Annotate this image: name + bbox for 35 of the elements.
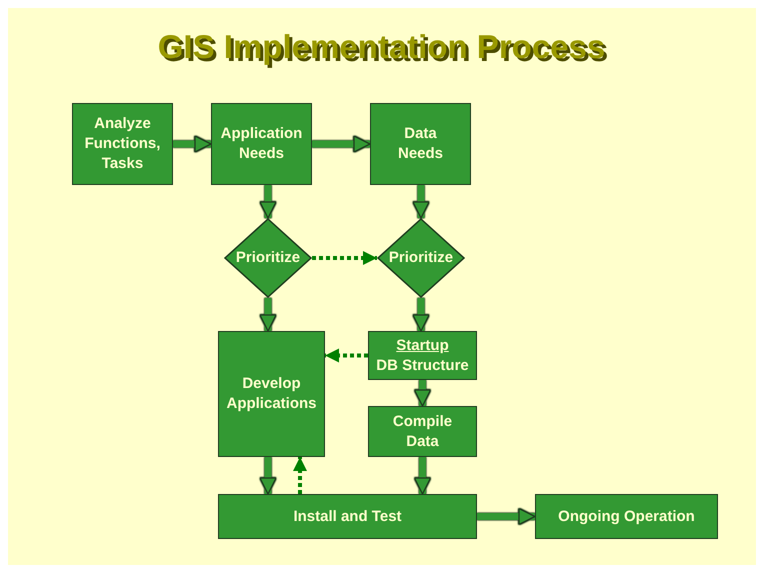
process-box xyxy=(368,406,477,457)
decision-diamond xyxy=(377,218,465,298)
arrow xyxy=(312,135,371,153)
box-label: Analyze Functions, Tasks xyxy=(84,114,162,174)
process-box xyxy=(368,331,477,380)
box-label: DB Structure xyxy=(376,356,469,376)
process-box xyxy=(370,103,471,185)
arrow xyxy=(414,457,432,495)
arrow xyxy=(259,185,277,219)
box-label: Prioritize xyxy=(388,248,454,268)
process-box xyxy=(218,331,325,457)
box-label: Data Needs xyxy=(396,124,444,164)
process-box xyxy=(218,494,477,539)
process-box xyxy=(72,103,173,185)
arrow xyxy=(412,298,430,332)
title: GIS Implementation Process xyxy=(156,28,606,66)
arrow xyxy=(412,185,430,219)
arrow xyxy=(259,457,277,495)
process-box xyxy=(535,494,718,539)
box-label: Ongoing Operation xyxy=(558,506,695,526)
decision-diamond xyxy=(224,218,312,298)
arrow xyxy=(259,298,277,332)
process-box xyxy=(211,103,312,185)
box-label: Install and Test xyxy=(293,506,402,526)
arrow xyxy=(414,380,432,407)
arrow xyxy=(312,251,377,265)
arrow xyxy=(325,348,368,362)
arrow xyxy=(293,457,307,494)
box-label: Compile Data xyxy=(392,412,454,452)
arrow xyxy=(477,508,536,526)
box-label: Application Needs xyxy=(220,124,304,164)
box-label: Prioritize xyxy=(236,248,300,268)
box-label: Develop Applications xyxy=(225,374,318,414)
box-label: Startup xyxy=(396,336,449,356)
arrow xyxy=(173,135,212,153)
